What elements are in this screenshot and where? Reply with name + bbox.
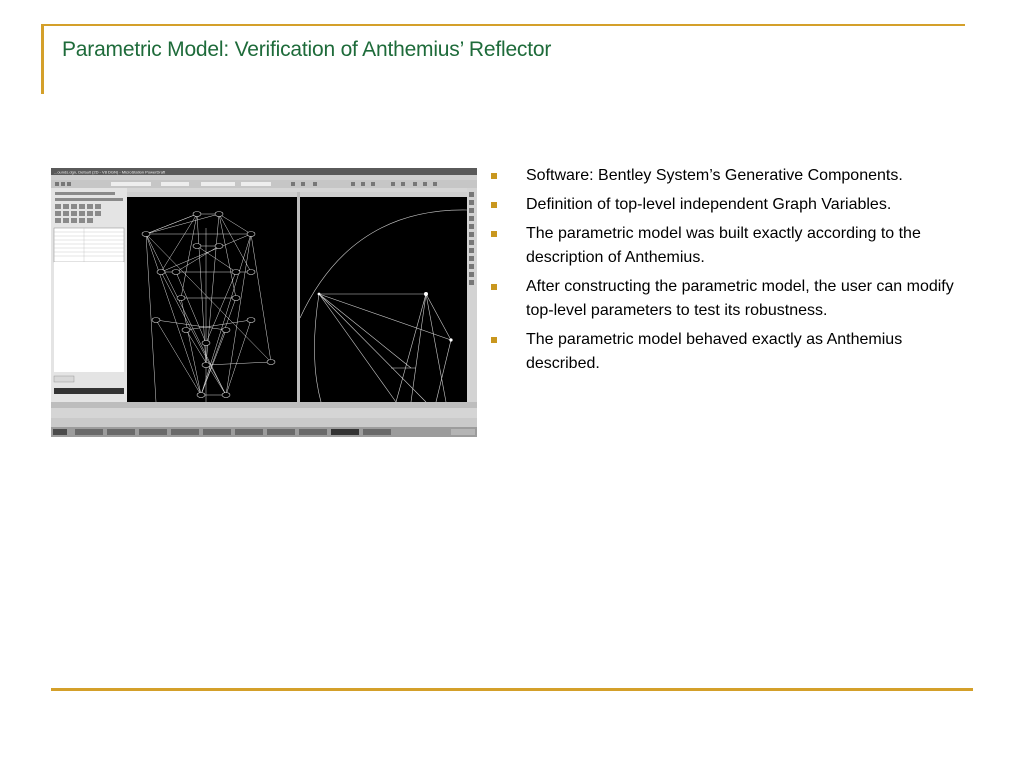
status-bar	[51, 408, 477, 418]
bullet-square-icon	[491, 231, 497, 237]
status-bar-lower	[51, 418, 477, 427]
bullet-item: The parametric model was built exactly a…	[488, 222, 973, 270]
bullet-text: The parametric model behaved exactly as …	[526, 331, 903, 372]
view-2-points	[317, 292, 453, 342]
bullet-square-icon	[491, 284, 497, 290]
bullet-text: After constructing the parametric model,…	[526, 278, 954, 319]
bullet-item: The parametric model behaved exactly as …	[488, 328, 973, 376]
software-screenshot: ...ounds.dgn, Default (2D - V8 DGN) - Mi…	[51, 168, 477, 437]
graph-variables-table	[53, 227, 125, 263]
table-grid	[54, 228, 124, 262]
bullet-square-icon	[491, 202, 497, 208]
view-2-canvas	[300, 197, 467, 402]
right-tool-icons	[469, 192, 474, 285]
view-divider	[297, 192, 300, 402]
menu-bar	[51, 175, 477, 180]
bullet-square-icon	[491, 337, 497, 343]
view-2-toolbar	[300, 192, 467, 197]
windows-taskbar	[51, 427, 477, 437]
window-title-text: ...ounds.dgn, Default (2D - V8 DGN) - Mi…	[54, 170, 166, 175]
bullet-text: The parametric model was built exactly a…	[526, 225, 921, 266]
left-accent-rule	[41, 24, 44, 94]
view-1-graph-lines	[145, 213, 272, 403]
slide-title: Parametric Model: Verification of Anthem…	[62, 38, 552, 61]
taskbar-items	[53, 429, 475, 435]
screenshot-drawing: ...ounds.dgn, Default (2D - V8 DGN) - Mi…	[51, 168, 477, 437]
bullet-item: Definition of top-level independent Grap…	[488, 193, 973, 217]
bullet-text: Definition of top-level independent Grap…	[526, 196, 892, 213]
toolbar-icons	[55, 182, 437, 186]
panel-tool-icons	[55, 192, 123, 223]
view-scroll-bar	[51, 402, 477, 408]
view-2-geometry	[299, 209, 468, 403]
window-title-bar	[51, 168, 477, 175]
bullet-square-icon	[491, 173, 497, 179]
bullet-list: Software: Bentley System’s Generative Co…	[488, 164, 973, 381]
view-1-graph-nodes	[141, 211, 276, 398]
bullet-item: After constructing the parametric model,…	[488, 275, 973, 323]
bottom-accent-rule	[51, 688, 973, 691]
panel-button	[53, 375, 75, 383]
bullet-item: Software: Bentley System’s Generative Co…	[488, 164, 973, 188]
view-1-toolbar	[127, 192, 297, 197]
bullet-text: Software: Bentley System’s Generative Co…	[526, 167, 903, 184]
view-1-canvas	[127, 197, 297, 402]
top-accent-rule	[41, 24, 965, 26]
panel-blank-area	[54, 262, 124, 372]
panel-dark-strip	[54, 388, 124, 394]
right-tool-strip	[467, 188, 477, 402]
